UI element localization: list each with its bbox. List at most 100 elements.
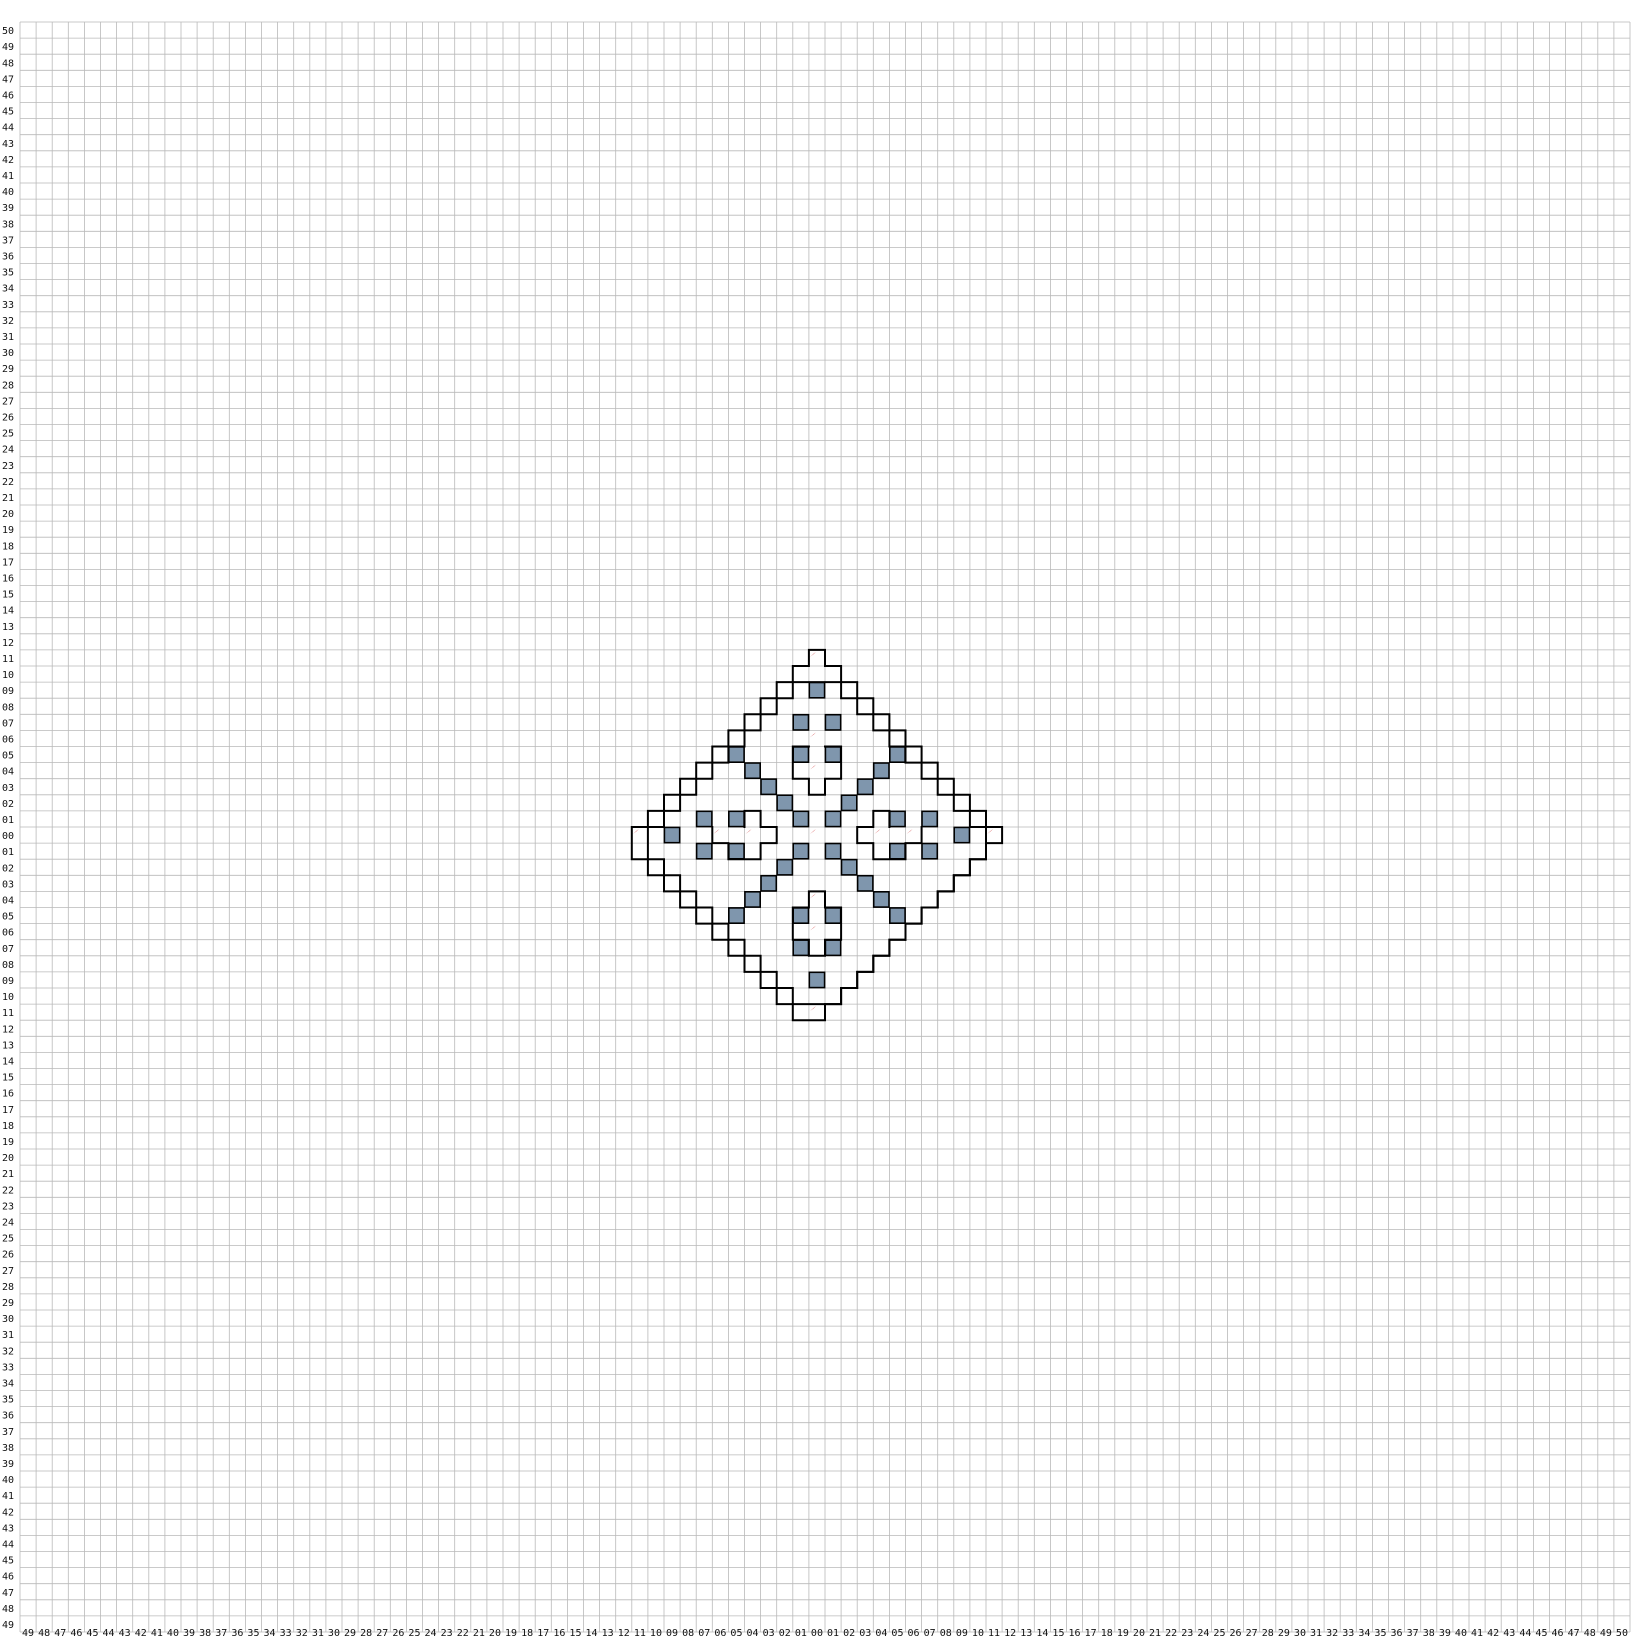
y-tick-label: 48 — [2, 58, 14, 69]
block-tile — [889, 746, 906, 763]
y-tick-label: 09 — [2, 976, 14, 987]
x-tick-label: 05 — [891, 1628, 903, 1639]
y-tick-label: 07 — [2, 718, 14, 729]
x-tick-label: 49 — [22, 1628, 34, 1639]
y-tick-label: 28 — [2, 380, 14, 391]
y-tick-label: 08 — [2, 960, 14, 971]
x-tick-label: 24 — [425, 1628, 437, 1639]
y-tick-label: 22 — [2, 1185, 14, 1196]
y-tick-label: 48 — [2, 1604, 14, 1615]
marker-flag — [809, 893, 816, 899]
y-tick-label: 24 — [2, 445, 14, 456]
x-tick-label: 44 — [1519, 1628, 1531, 1639]
block-tile — [695, 810, 713, 828]
y-tick-label: 44 — [2, 1539, 14, 1550]
x-tick-label: 31 — [1310, 1628, 1322, 1639]
block-tile — [840, 858, 858, 876]
y-tick-label: 05 — [2, 912, 14, 923]
y-tick-label: 11 — [2, 1008, 14, 1019]
x-tick-label: 14 — [586, 1628, 598, 1639]
y-tick-label: 46 — [2, 1572, 14, 1583]
y-tick-label: 33 — [2, 1362, 14, 1373]
marker-flag — [632, 829, 639, 834]
block-tile — [840, 794, 858, 812]
x-tick-label: 37 — [215, 1628, 227, 1639]
x-tick-label: 33 — [1342, 1628, 1354, 1639]
x-tick-label: 39 — [183, 1628, 195, 1639]
marker-flag — [809, 732, 816, 738]
y-tick-label: 39 — [2, 203, 14, 214]
y-tick-label: 09 — [2, 686, 14, 697]
y-tick-label: 13 — [2, 1040, 14, 1051]
x-tick-label: 37 — [1407, 1628, 1419, 1639]
x-tick-label: 11 — [634, 1628, 646, 1639]
x-tick-label: 23 — [441, 1628, 453, 1639]
x-tick-label: 47 — [1568, 1628, 1580, 1639]
block-tile — [889, 907, 906, 924]
marker-flag — [987, 829, 993, 834]
block-tile — [744, 891, 761, 908]
inner-wall-bottom — [727, 938, 907, 1006]
y-tick-label: 47 — [2, 74, 14, 85]
x-tick-label: 28 — [1262, 1628, 1274, 1639]
block-tile — [792, 939, 810, 957]
x-tick-label: 02 — [843, 1628, 855, 1639]
x-tick-label: 30 — [328, 1628, 340, 1639]
y-tick-label: 26 — [2, 1250, 14, 1261]
y-tick-label: 35 — [2, 268, 14, 279]
x-tick-label: 26 — [1230, 1628, 1242, 1639]
y-tick-label: 15 — [2, 590, 14, 601]
block-tile — [856, 874, 874, 892]
x-tick-label: 22 — [1165, 1628, 1177, 1639]
x-tick-label: 29 — [344, 1628, 356, 1639]
block-tile — [921, 810, 939, 828]
x-tick-label: 03 — [763, 1628, 775, 1639]
y-tick-label: 16 — [2, 1089, 14, 1100]
x-tick-label: 06 — [714, 1628, 726, 1639]
y-tick-label: 41 — [2, 1491, 14, 1502]
x-tick-label: 22 — [457, 1628, 469, 1639]
x-tick-label: 02 — [779, 1628, 791, 1639]
block-tile — [889, 810, 906, 828]
block-tile — [856, 778, 874, 796]
y-tick-label: 34 — [2, 1378, 14, 1389]
marker-flag — [809, 925, 816, 931]
block-tile — [695, 842, 713, 860]
x-tick-label: 12 — [618, 1628, 630, 1639]
x-tick-label: 08 — [940, 1628, 952, 1639]
y-tick-label: 27 — [2, 1266, 14, 1277]
x-tick-label: 17 — [1085, 1628, 1097, 1639]
block-tile — [776, 858, 794, 876]
x-tick-label: 35 — [247, 1628, 259, 1639]
block-tile — [760, 778, 778, 796]
x-tick-label: 40 — [1455, 1628, 1467, 1639]
x-tick-label: 41 — [151, 1628, 163, 1639]
x-tick-label: 43 — [1503, 1628, 1515, 1639]
y-tick-label: 42 — [2, 155, 14, 166]
y-tick-label: 18 — [2, 1121, 14, 1132]
y-tick-label: 19 — [2, 525, 14, 536]
x-tick-label: 21 — [1149, 1628, 1161, 1639]
block-tile — [792, 842, 810, 860]
y-tick-label: 04 — [2, 895, 14, 906]
y-tick-label: 05 — [2, 751, 14, 762]
x-tick-label: 49 — [1600, 1628, 1612, 1639]
x-tick-label: 04 — [747, 1628, 759, 1639]
x-tick-label: 25 — [408, 1628, 420, 1639]
y-tick-label: 00 — [2, 831, 14, 842]
y-tick-label: 21 — [2, 493, 14, 504]
marker-flag — [809, 651, 816, 657]
y-tick-label: 12 — [2, 1024, 14, 1035]
x-tick-label: 34 — [1358, 1628, 1370, 1639]
y-tick-label: 14 — [2, 606, 14, 617]
y-tick-label: 40 — [2, 1475, 14, 1486]
x-tick-label: 43 — [119, 1628, 131, 1639]
y-tick-label: 26 — [2, 412, 14, 423]
x-tick-label: 19 — [1117, 1628, 1129, 1639]
y-tick-label: 43 — [2, 1523, 14, 1534]
block-tile — [792, 810, 810, 828]
x-tick-label: 13 — [1020, 1628, 1032, 1639]
x-tick-label: 48 — [38, 1628, 50, 1639]
y-tick-label: 29 — [2, 364, 14, 375]
